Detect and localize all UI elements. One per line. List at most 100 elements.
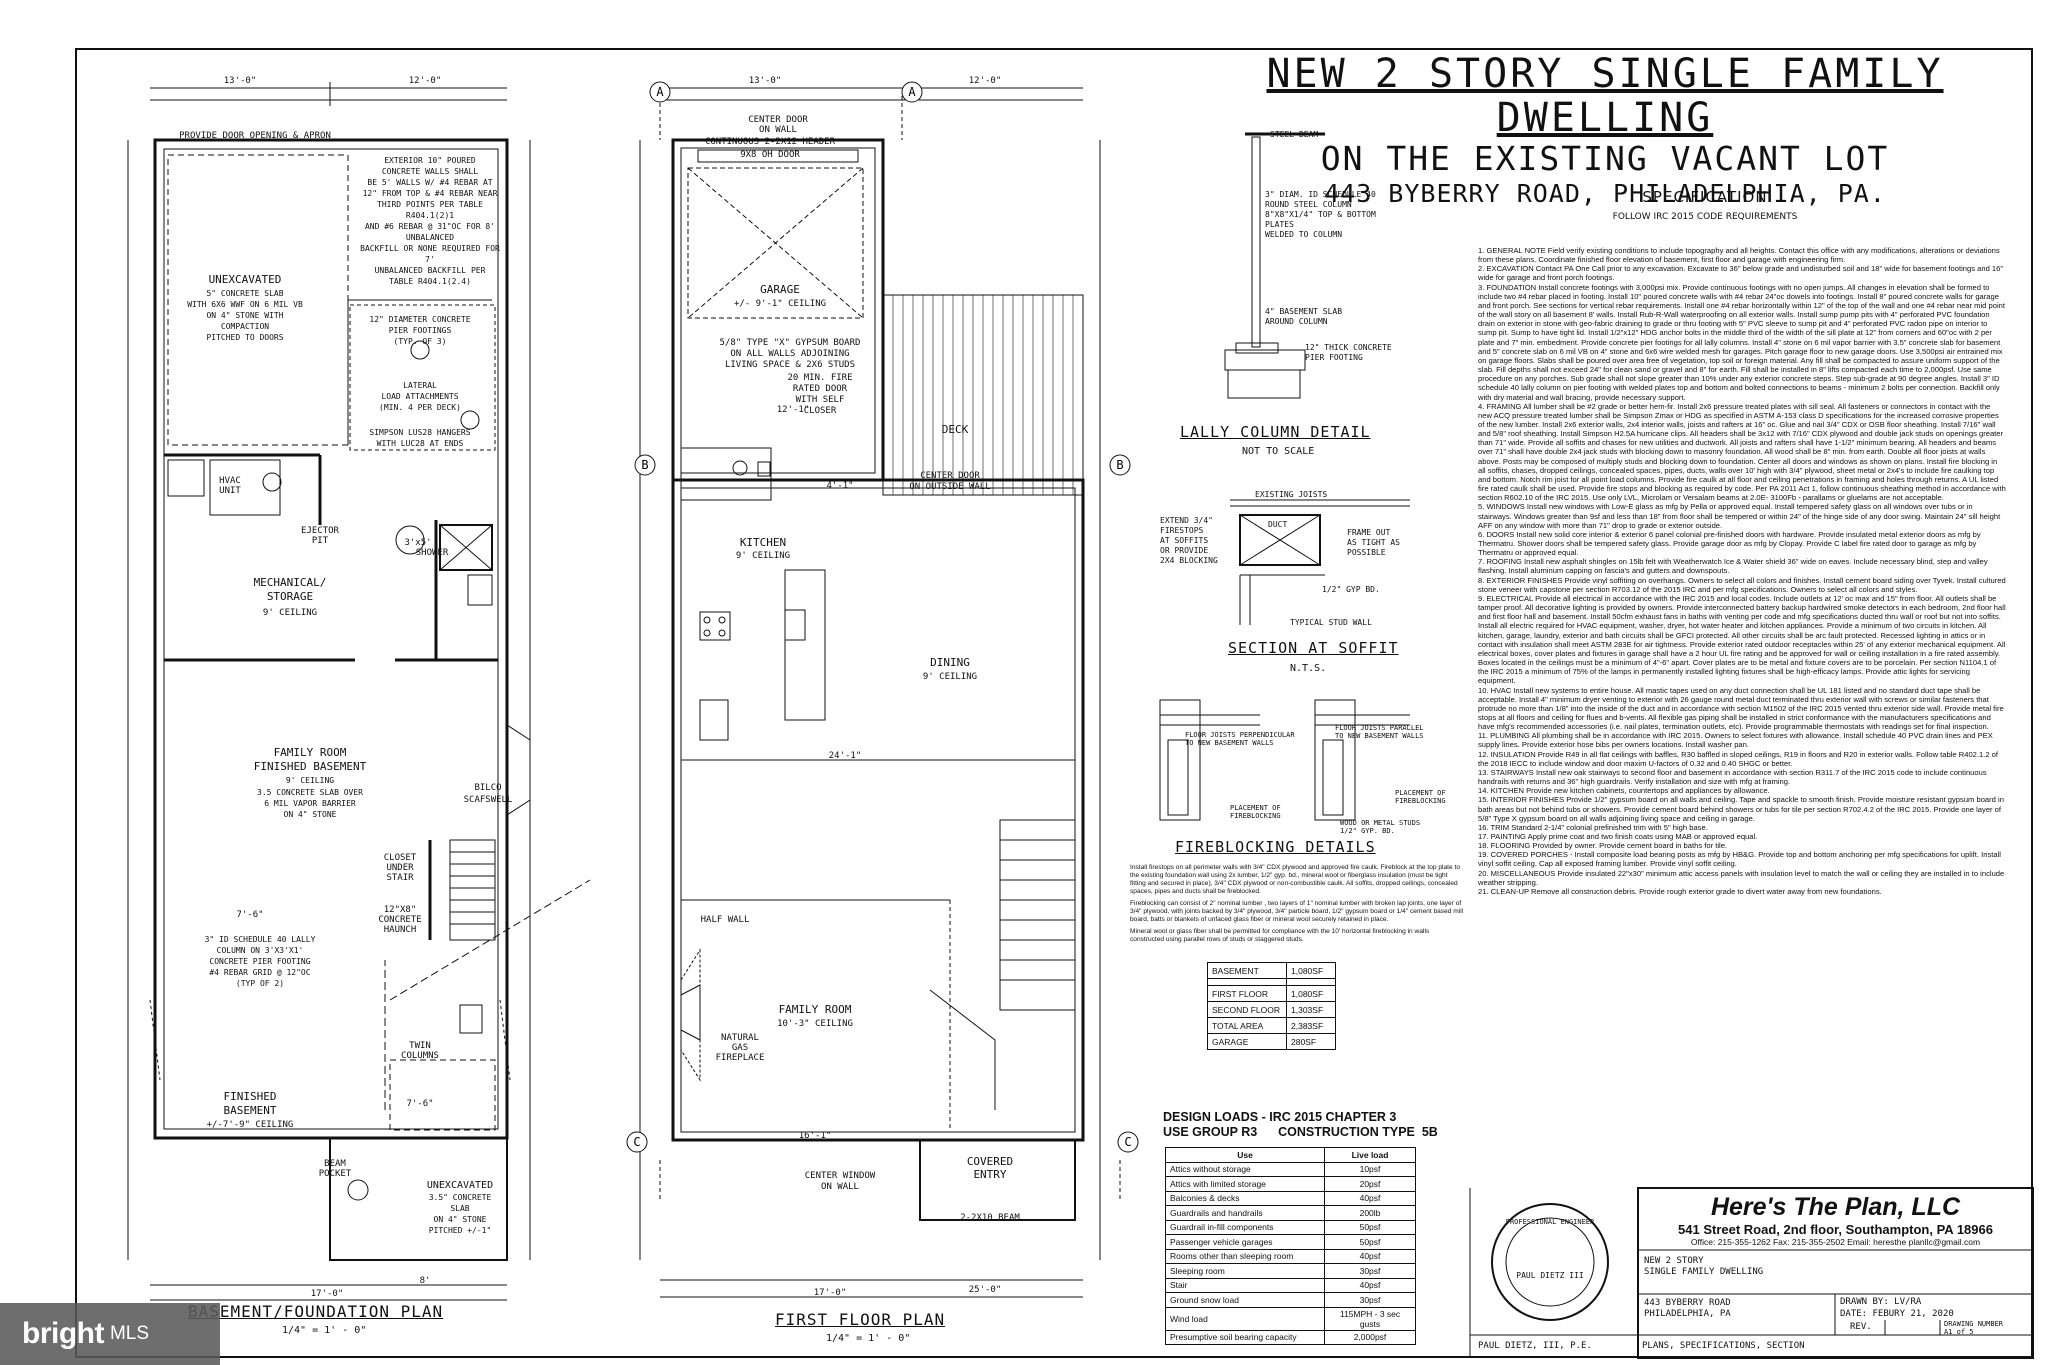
basement-plan-drawing (127, 82, 591, 1301)
svg-text:1/2" GYP. BD.: 1/2" GYP. BD. (1340, 827, 1395, 835)
area-label: SECOND FLOOR (1207, 1001, 1287, 1018)
first-dim: 24'-1" (829, 751, 862, 761)
design-loads-title: DESIGN LOADS - IRC 2015 CHAPTER 3 USE GR… (1163, 1110, 1438, 1140)
spec-paragraph: 13. STAIRWAYS Install new oak stairways … (1478, 767, 1987, 787)
first-dim: 4'-1" (826, 481, 853, 491)
svg-text:10'-3" CEILING: 10'-3" CEILING (777, 1019, 853, 1029)
svg-text:1/2" GYP BD.: 1/2" GYP BD. (1322, 585, 1380, 594)
bsmt-note: BILCO (474, 783, 501, 793)
svg-text:BACKFILL OR NONE REQUIRED FOR: BACKFILL OR NONE REQUIRED FOR (360, 244, 500, 253)
svg-text:FIREBLOCKING: FIREBLOCKING (1395, 797, 1446, 805)
svg-text:AT SOFFITS: AT SOFFITS (1160, 536, 1208, 545)
fire-paragraph: Install firestops on all perimeter walls… (1130, 864, 1460, 895)
svg-text:20 MIN. FIRE: 20 MIN. FIRE (787, 373, 852, 383)
title-line2: ON THE EXISTING VACANT LOT (1320, 139, 1890, 178)
spec-paragraph: 1. GENERAL NOTE Field verify existing co… (1478, 246, 2000, 265)
svg-text:PLACEMENT OF: PLACEMENT OF (1230, 804, 1281, 812)
svg-text:WOOD OR METAL STUDS: WOOD OR METAL STUDS (1340, 819, 1420, 827)
svg-text:DINING: DINING (930, 656, 970, 669)
area-label: BASEMENT (1207, 962, 1287, 979)
svg-text:TYPICAL STUD WALL: TYPICAL STUD WALL (1290, 618, 1372, 627)
svg-text:FLOOR JOISTS PARALLEL: FLOOR JOISTS PARALLEL (1335, 724, 1424, 732)
bsmt-note: CLOSET (384, 853, 417, 863)
bsmt-dim: 8' (420, 1276, 431, 1286)
spec-paragraph: 11. PLUMBING All plumbing shall be in ac… (1478, 731, 1993, 750)
area-label: FIRST FLOOR (1207, 985, 1287, 1002)
svg-text:UNBALANCED: UNBALANCED (406, 233, 454, 242)
svg-text:GARAGE: GARAGE (760, 283, 800, 296)
spec-paragraph: 7. ROOFING Install new asphalt shingles … (1478, 557, 1988, 576)
tb-address: 443 BYBERRY ROAD PHILADELPHIA, PA (1644, 1298, 1731, 1320)
svg-text:WITH LUC28 AT ENDS: WITH LUC28 AT ENDS (377, 439, 464, 448)
svg-text:PITCHED +/-1": PITCHED +/-1" (429, 1226, 492, 1235)
load-value: 20psf (1324, 1176, 1416, 1192)
svg-text:ENTRY: ENTRY (973, 1168, 1006, 1181)
tb-drawing-number-value: A1 of 5 (1944, 1328, 1974, 1336)
load-value: 40psf (1324, 1277, 1416, 1293)
svg-text:+/- 9'-1" CEILING: +/- 9'-1" CEILING (734, 299, 826, 309)
svg-text:4" BASEMENT SLAB: 4" BASEMENT SLAB (1265, 307, 1342, 316)
load-value: 40psf (1324, 1190, 1416, 1206)
first-dim: 17'-0" (814, 1288, 847, 1298)
bsmt-note: COLUMNS (401, 1051, 439, 1061)
svg-text:9' CEILING: 9' CEILING (736, 551, 790, 561)
load-value: 200lb (1324, 1205, 1416, 1221)
svg-text:FIREPLACE: FIREPLACE (716, 1053, 765, 1063)
lally-column-drawing (1224, 132, 1325, 399)
room-name: FINISHED (224, 1090, 277, 1103)
load-use: Balconies & decks (1165, 1190, 1325, 1206)
svg-text:LATERAL: LATERAL (403, 381, 437, 390)
svg-text:6 MIL VAPOR BARRIER: 6 MIL VAPOR BARRIER (264, 799, 356, 808)
fireblocking-drawing (1159, 699, 1410, 821)
room-name: MECHANICAL/ (254, 576, 327, 589)
svg-text:(MIN. 4 PER DECK): (MIN. 4 PER DECK) (379, 403, 461, 412)
svg-text:WITH 6X6 WWF ON 6 MIL VB: WITH 6X6 WWF ON 6 MIL VB (187, 300, 303, 309)
fireblocking-notes: Install firestops on all perimeter walls… (1130, 864, 1465, 948)
basement-plan-text: 13'-0" 12'-0" PROVIDE DOOR OPENING & APR… (179, 76, 512, 1299)
svg-text:EXTERIOR 10" POURED: EXTERIOR 10" POURED (384, 156, 476, 165)
bsmt-note: 3'x5' (404, 538, 431, 548)
bsmt-note: STAIR (386, 873, 414, 883)
first-floor-plan-drawing (639, 87, 1121, 1298)
svg-text:CONTINUOUS 2-2X12 HEADER: CONTINUOUS 2-2X12 HEADER (705, 137, 836, 147)
svg-text:FIREBLOCKING: FIREBLOCKING (1230, 812, 1281, 820)
svg-text:COVERED: COVERED (967, 1155, 1013, 1168)
load-value: 50psf (1324, 1219, 1416, 1235)
svg-text:12" DIAMETER CONCRETE: 12" DIAMETER CONCRETE (369, 315, 470, 324)
svg-text:5/8" TYPE "X" GYPSUM BOARD: 5/8" TYPE "X" GYPSUM BOARD (720, 338, 861, 348)
load-use: Presumptive soil bearing capacity (1165, 1329, 1325, 1345)
svg-text:A: A (908, 85, 916, 99)
svg-text:3.5" CONCRETE: 3.5" CONCRETE (429, 1193, 492, 1202)
svg-text:AS TIGHT AS: AS TIGHT AS (1347, 538, 1400, 547)
svg-text:2-2X10 BEAM: 2-2X10 BEAM (960, 1213, 1020, 1223)
spec-heading: SPECIFICATION (1642, 188, 1768, 206)
soffit-title: SECTION AT SOFFIT (1228, 639, 1399, 657)
bsmt-dim: 12'-0" (409, 76, 442, 86)
basement-plan-scale: 1/4" = 1' - 0" (282, 1325, 367, 1336)
area-value: 2,383SF (1286, 1017, 1336, 1034)
load-use: Ground snow load (1165, 1292, 1325, 1308)
svg-text:TO NEW BASEMENT WALLS: TO NEW BASEMENT WALLS (1335, 732, 1424, 740)
bsmt-note: TWIN (409, 1041, 431, 1051)
svg-text:PIER FOOTINGS: PIER FOOTINGS (389, 326, 452, 335)
svg-text:ON 4" STONE WITH: ON 4" STONE WITH (206, 311, 283, 320)
svg-text:PLATES: PLATES (1265, 220, 1294, 229)
svg-text:FAMILY ROOM: FAMILY ROOM (779, 1003, 852, 1016)
fire-title: FIREBLOCKING DETAILS (1175, 838, 1376, 856)
spec-paragraph: 18. FLOORING Provided by owner. Provide … (1478, 841, 1728, 851)
tb-project-1: NEW 2 STORY (1644, 1256, 1704, 1266)
basement-plan-label: BASEMENT/FOUNDATION PLAN (188, 1302, 444, 1321)
svg-text:BE 5' WALLS W/ #4 REBAR AT: BE 5' WALLS W/ #4 REBAR AT (367, 178, 492, 187)
spec-paragraph: 16. TRIM Standard 2-1/4" colonial prefin… (1478, 822, 1708, 832)
specification-body: 1. GENERAL NOTE Field verify existing co… (1478, 246, 2006, 896)
bsmt-note: 12"X8" (384, 905, 417, 915)
bsmt-note: SCAFSWELL (464, 795, 513, 805)
specification-header: SPECIFICATION FOLLOW IRC 2015 CODE REQUI… (1470, 188, 1940, 222)
details-text: STEEL BEAM 3" DIAM. ID SCHEDULE 40 ROUND… (1160, 130, 1446, 835)
svg-text:9' CEILING: 9' CEILING (286, 776, 334, 785)
svg-text:12" FROM TOP & #4 REBAR NEAR: 12" FROM TOP & #4 REBAR NEAR (363, 189, 498, 198)
svg-text:PIER FOOTING: PIER FOOTING (1305, 353, 1363, 362)
svg-text:COLUMN ON 3'X3'X1': COLUMN ON 3'X3'X1' (217, 946, 304, 955)
bsmt-note: HAUNCH (384, 925, 417, 935)
